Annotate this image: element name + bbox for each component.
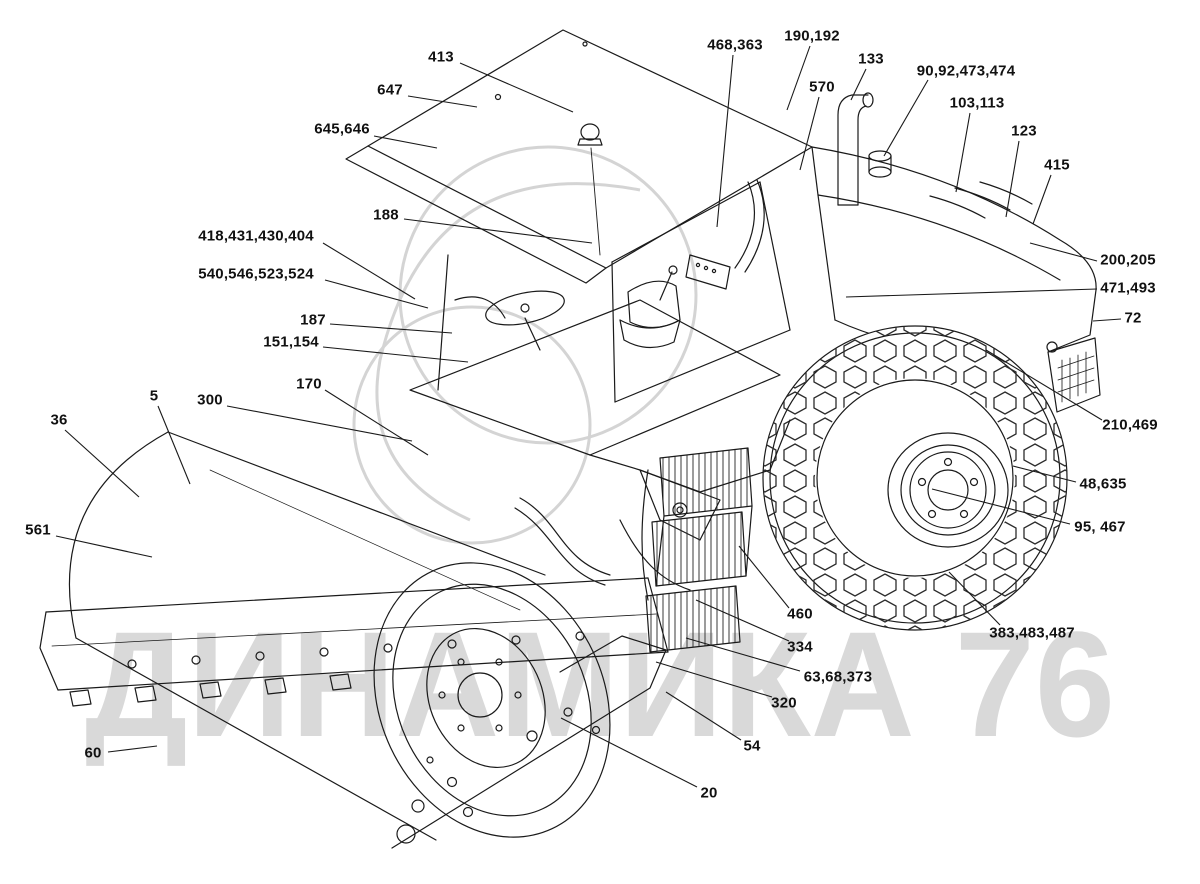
leader-line (403, 218, 593, 244)
leader-line (560, 717, 698, 788)
leader-line (985, 349, 1103, 421)
leader-line (716, 54, 734, 228)
leader-line (1092, 318, 1122, 322)
steering-wheel (485, 290, 565, 351)
beacon-light (577, 123, 603, 256)
air-precleaner (868, 150, 892, 178)
hood-panel (345, 29, 813, 284)
leader-line (322, 242, 416, 300)
leader-line (373, 135, 438, 149)
leader-lines (55, 45, 1122, 788)
rear-wheel (762, 325, 1068, 631)
leader-line (1005, 140, 1020, 218)
leader-line (1029, 242, 1098, 262)
articulation-frame (514, 419, 791, 591)
leader-line (695, 599, 790, 642)
leader-line (459, 62, 574, 113)
leader-line (64, 429, 140, 498)
watermark-logo (352, 145, 698, 545)
leader-line (1012, 465, 1077, 483)
leader-line (1032, 174, 1052, 225)
leader-line (324, 389, 429, 456)
wheel-rim (887, 432, 1009, 548)
exhaust-stack (837, 92, 874, 206)
leader-line (226, 405, 413, 442)
leader-line (157, 405, 191, 485)
front-frame-plate (391, 635, 667, 849)
drum-frame-bar (39, 577, 669, 707)
leader-line (655, 661, 773, 698)
leader-line (931, 488, 1071, 525)
control-console (659, 254, 731, 301)
drum (68, 431, 611, 841)
leader-line (955, 112, 971, 193)
access-steps (645, 447, 753, 653)
leader-line (948, 571, 1001, 626)
watermark-text: ДИНАМИКА 76 (85, 600, 1115, 768)
leader-line (107, 745, 158, 753)
leader-line (324, 279, 429, 309)
leader-line (55, 535, 153, 558)
leader-line (738, 545, 790, 609)
leader-line (322, 346, 469, 363)
leader-line (799, 96, 820, 171)
leader-line (329, 323, 453, 334)
leader-line (407, 95, 478, 108)
cab-frame (409, 181, 791, 601)
leader-line (786, 45, 811, 111)
leader-line (665, 691, 742, 741)
leader-line (845, 288, 1098, 298)
wheel-tread (763, 326, 1068, 630)
leader-line (883, 79, 929, 157)
leader-line (685, 637, 801, 672)
operator-seat (619, 280, 681, 349)
leader-line (850, 68, 867, 101)
handrail (454, 179, 765, 319)
rear-plate-grille (1046, 337, 1101, 413)
